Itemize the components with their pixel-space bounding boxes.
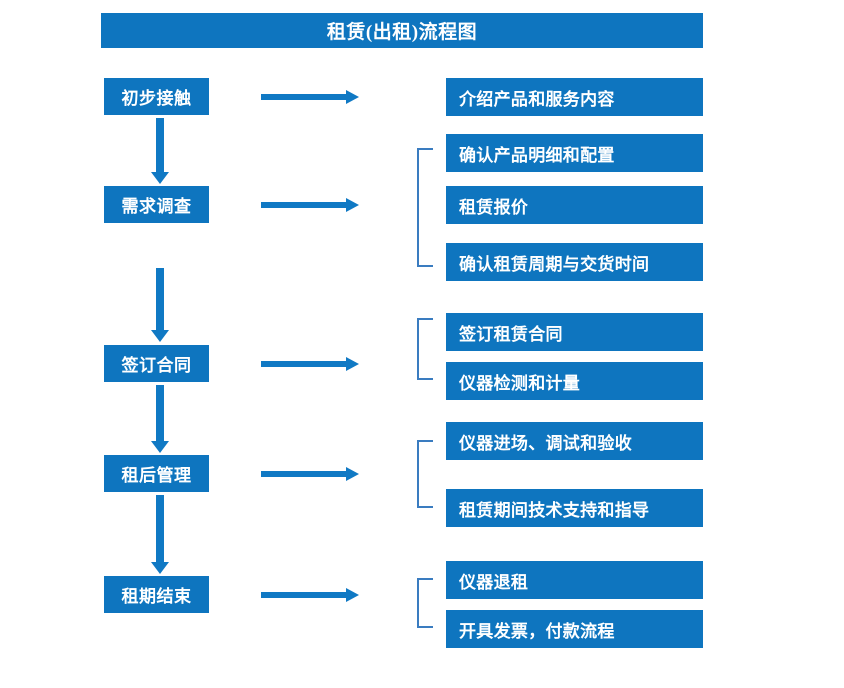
arrow-right-icon-5 <box>261 586 361 604</box>
flowchart-title: 租赁(出租)流程图 <box>101 13 703 48</box>
task-box-zulin-baojia[interactable]: 租赁报价 <box>446 186 703 224</box>
stage-box-qianding-hetong[interactable]: 签订合同 <box>104 345 209 382</box>
arrow-down-icon-2 <box>150 268 170 342</box>
arrow-down-icon-4 <box>150 495 170 574</box>
task-box-yiqi-jinchang-tiaoshi[interactable]: 仪器进场、调试和验收 <box>446 422 703 460</box>
arrow-right-icon-4 <box>261 465 361 483</box>
group-bracket-icon-xuqiu <box>417 148 433 267</box>
group-bracket-icon-jieshu <box>417 578 433 628</box>
task-box-queren-chanpin-mingxi[interactable]: 确认产品明细和配置 <box>446 134 703 172</box>
arrow-right-icon-2 <box>261 196 361 214</box>
task-box-yiqi-tuizu[interactable]: 仪器退租 <box>446 561 703 599</box>
stage-box-xuqiu-diaocha[interactable]: 需求调查 <box>104 186 209 223</box>
task-box-yiqi-jiance-jiliang[interactable]: 仪器检测和计量 <box>446 362 703 400</box>
task-box-qianding-zulin-hetong[interactable]: 签订租赁合同 <box>446 313 703 351</box>
stage-box-chubu-jiechu[interactable]: 初步接触 <box>104 78 209 115</box>
arrow-down-icon-1 <box>150 118 170 184</box>
arrow-right-icon-3 <box>261 355 361 373</box>
arrow-down-icon-3 <box>150 385 170 453</box>
stage-box-zuqi-jieshu[interactable]: 租期结束 <box>104 576 209 613</box>
task-box-kaiju-fapiao[interactable]: 开具发票，付款流程 <box>446 610 703 648</box>
stage-box-zuhou-guanli[interactable]: 租后管理 <box>104 455 209 492</box>
task-box-jieshao-chanpin[interactable]: 介绍产品和服务内容 <box>446 78 703 116</box>
arrow-right-icon-1 <box>261 88 361 106</box>
group-bracket-icon-zuhou <box>417 440 433 508</box>
task-box-queren-zulin-zhouqi[interactable]: 确认租赁周期与交货时间 <box>446 243 703 281</box>
task-box-zulin-qijian-zhichi[interactable]: 租赁期间技术支持和指导 <box>446 489 703 527</box>
group-bracket-icon-hetong <box>417 318 433 380</box>
